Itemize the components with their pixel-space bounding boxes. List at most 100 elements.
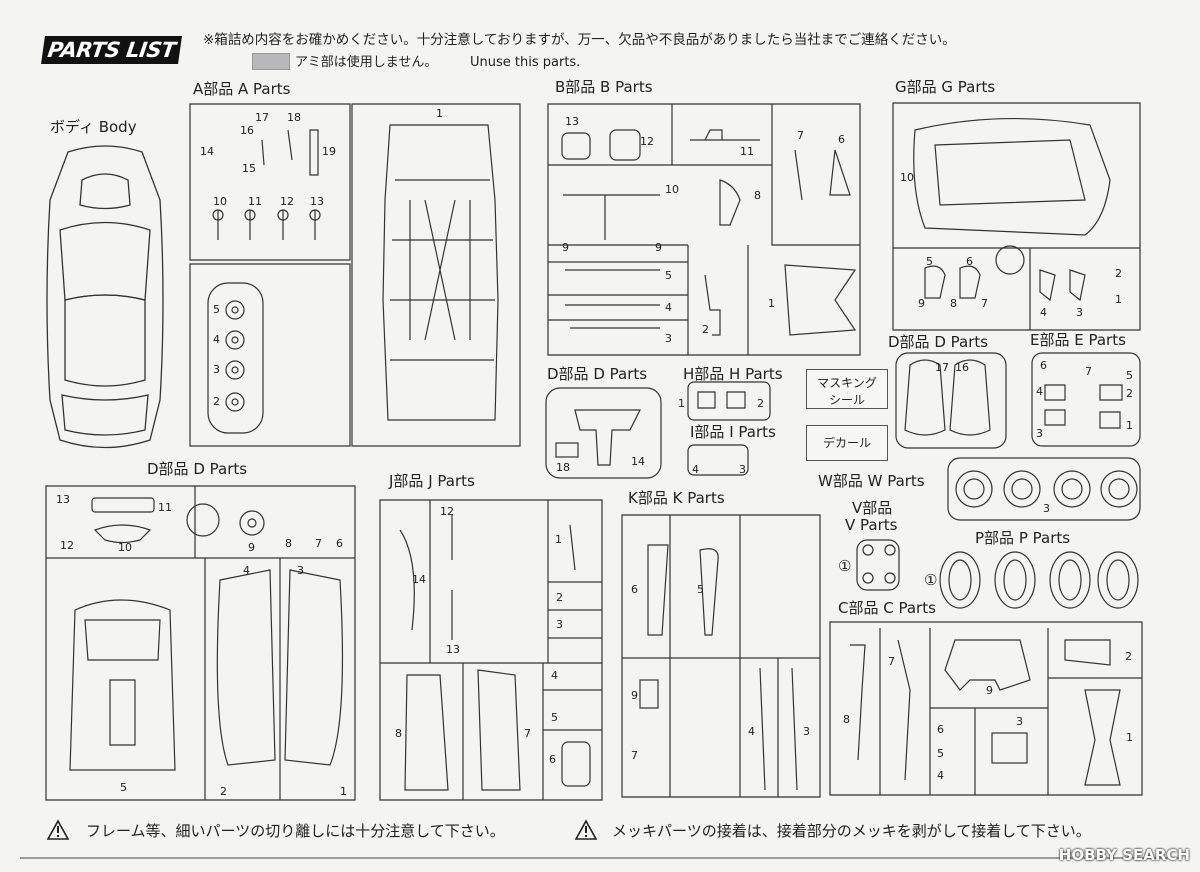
section-v-jp: V部品 [852,499,893,517]
a-num: 14 [200,145,214,158]
d-top-num: 17 [935,361,949,374]
b-num: 12 [640,135,654,148]
h-num: 2 [757,397,764,410]
d-top-num: 16 [955,361,969,374]
masking-line1: マスキング [817,376,877,390]
e-num: 7 [1085,365,1092,378]
e-num: 3 [1036,427,1043,440]
d-big-num: 6 [336,537,343,550]
c-num: 4 [937,769,944,782]
w-num: 3 [1043,502,1050,515]
b-num: 9 [562,241,569,254]
g-num: 5 [926,255,933,268]
body-outline [46,145,164,449]
g-num: 8 [950,297,957,310]
d-small-num: 14 [631,455,645,468]
masking-seal-box: マスキング シール [806,369,888,409]
b-num: 8 [754,189,761,202]
decal-box: デカール [806,425,888,461]
d-big-num: 4 [243,564,250,577]
d-big-num: 12 [60,539,74,552]
unuse-swatch [252,53,290,70]
g-num: 7 [981,297,988,310]
j-num: 3 [556,618,563,631]
g-num: 9 [918,297,925,310]
c-num: 1 [1126,731,1133,744]
j-num: 14 [412,573,426,586]
c-num: 6 [937,723,944,736]
d-big-num: 13 [56,493,70,506]
b-num: 6 [838,133,845,146]
e-num: 6 [1040,359,1047,372]
a-num: 19 [322,145,336,158]
b-num: 3 [665,332,672,345]
d-small-num: 18 [556,461,570,474]
v-num: ① [838,557,852,575]
footer-warning-1: フレーム等、細いパーツの切り離しには十分注意して下さい。 [86,822,505,840]
g-num: 10 [900,171,914,184]
c-num: 9 [986,684,993,697]
a-num: 16 [240,124,254,137]
b-num: 4 [665,301,672,314]
a-num: 17 [255,111,269,124]
k-num: 4 [748,725,755,738]
notice-text: ※箱詰め内容をお確かめください。十分注意しておりますが、万一、欠品や不良品があり… [203,32,956,48]
j-num: 6 [549,753,556,766]
k-num: 7 [631,749,638,762]
p-num: ① [924,571,938,589]
masking-line2: シール [828,393,865,407]
section-g: G部品 G Parts [895,78,996,96]
section-v-en: V Parts [845,516,898,534]
section-d-top: D部品 D Parts [888,333,989,351]
d-big-num: 3 [297,564,304,577]
j-num: 13 [446,643,460,656]
unuse-en: Unuse this parts. [470,55,581,70]
b-num: 5 [665,269,672,282]
b-num: 13 [565,115,579,128]
section-i: I部品 I Parts [690,423,776,441]
a-num: 12 [280,195,294,208]
d-big-num: 9 [248,541,255,554]
d-big-num: 2 [220,785,227,798]
e-num: 5 [1126,369,1133,382]
section-k: K部品 K Parts [628,489,725,507]
c-num: 5 [937,747,944,760]
j-num: 4 [551,669,558,682]
section-d-big: D部品 D Parts [147,460,248,478]
d-big-num: 7 [315,537,322,550]
warning-icon [46,819,70,840]
h-num: 1 [678,397,685,410]
d-big-num: 10 [118,541,132,554]
k-num: 9 [631,689,638,702]
e-num: 4 [1036,385,1043,398]
b-num: 1 [768,297,775,310]
j-num: 5 [551,711,558,724]
e-num: 1 [1126,419,1133,432]
a-num: 18 [287,111,301,124]
g-num: 6 [966,255,973,268]
a-num: 11 [248,195,262,208]
j-num: 12 [440,505,454,518]
a-num: 3 [213,363,220,376]
section-b: B部品 B Parts [555,78,653,96]
c-num: 2 [1125,650,1132,663]
g-num: 1 [1115,293,1122,306]
g-num: 2 [1115,267,1122,280]
b-num: 9 [655,241,662,254]
d-big-num: 8 [285,537,292,550]
section-a: A部品 A Parts [193,80,291,98]
c-num: 3 [1016,715,1023,728]
j-num: 2 [556,591,563,604]
k-num: 3 [803,725,810,738]
a-num: 13 [310,195,324,208]
section-d-small: D部品 D Parts [547,365,648,383]
c-num: 8 [843,713,850,726]
j-num: 7 [524,727,531,740]
b-num: 10 [665,183,679,196]
g-num: 3 [1076,306,1083,319]
section-p: P部品 P Parts [975,529,1071,547]
i-num: 4 [692,463,699,476]
i-num: 3 [739,463,746,476]
section-w: W部品 W Parts [818,472,925,490]
